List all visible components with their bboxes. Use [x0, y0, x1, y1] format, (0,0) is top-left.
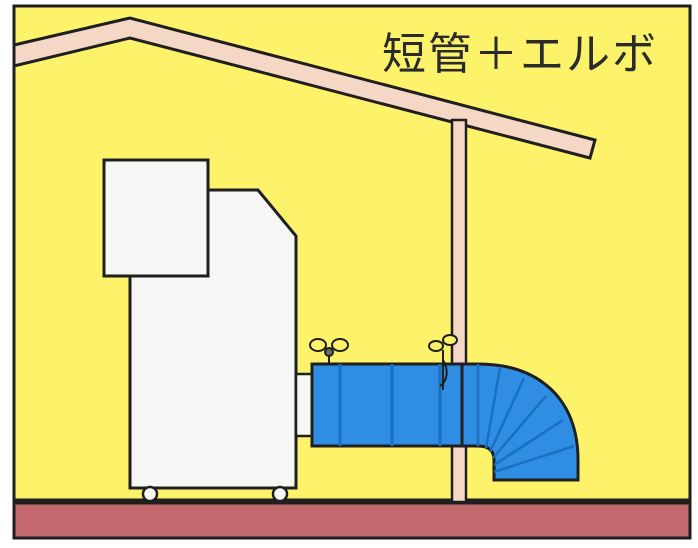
elbow-rib [493, 418, 564, 467]
elbow-rib [492, 395, 547, 459]
ribbon-tie-left [309, 338, 349, 364]
short-duct [310, 362, 464, 448]
diagram-caption: 短管＋エルボ [382, 29, 658, 80]
elbow-rib [484, 367, 502, 449]
outlet-collar [294, 372, 314, 438]
ribbon-tie-right [428, 334, 458, 390]
elbow-rib [488, 377, 526, 453]
floor [12, 498, 692, 540]
wheel-left [141, 485, 159, 503]
roof [12, 16, 597, 160]
elbow-rib [493, 444, 575, 474]
unit-top-box [102, 158, 210, 278]
wheel-right [271, 485, 289, 503]
